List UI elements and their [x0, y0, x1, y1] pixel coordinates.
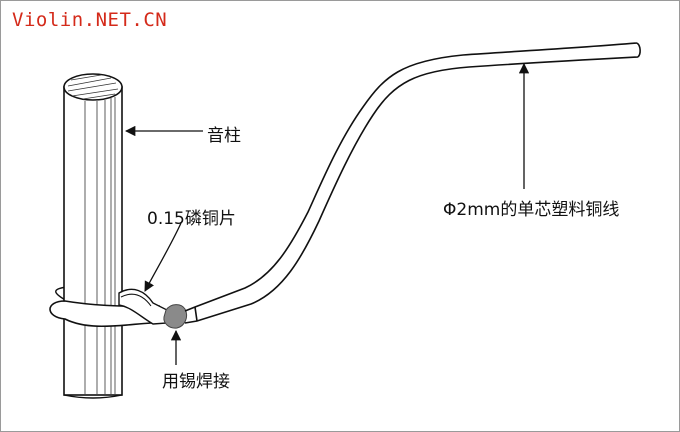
label-sound-post: 音柱	[207, 126, 241, 146]
copper-wire	[184, 42, 641, 324]
sound-post-grain	[67, 74, 119, 394]
watermark-logo: Violin.NET.CN	[12, 9, 168, 31]
label-solder-joint: 用锡焊接	[162, 372, 230, 392]
arrow-phosphor-strip	[144, 222, 182, 292]
solder-joint	[163, 304, 188, 329]
sound-post	[63, 73, 123, 399]
label-copper-wire: Φ2mm的单芯塑料铜线	[443, 200, 620, 220]
label-phosphor-bronze-strip: 0.15磷铜片	[147, 209, 236, 229]
